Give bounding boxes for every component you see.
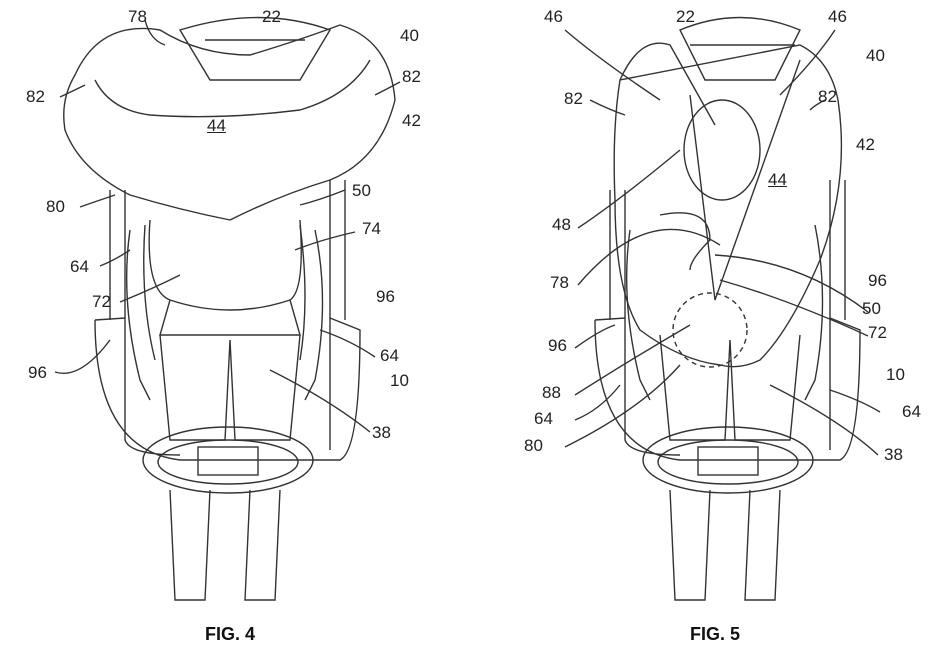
- ref-numeral: 96: [28, 363, 47, 382]
- fig4-seat: [94, 316, 361, 461]
- ref-numeral: 42: [856, 135, 875, 154]
- fig4-steering-wheel-inner: [157, 439, 299, 485]
- ref-numeral: 10: [886, 365, 905, 384]
- fig5-legs: [659, 334, 801, 601]
- fig4-leaders: [54, 19, 401, 433]
- figure-caption: FIG. 4: [205, 624, 256, 644]
- ref-numeral: 22: [262, 7, 281, 26]
- ref-numeral: 96: [868, 271, 887, 290]
- ref-numeral: 80: [524, 436, 543, 455]
- ref-numeral: 38: [884, 445, 903, 464]
- ref-numeral: 82: [564, 89, 583, 108]
- fig4-legs: [159, 334, 301, 601]
- fig5-seatback: [609, 180, 846, 320]
- fig5-airbag: [613, 42, 843, 368]
- ref-numeral: 40: [866, 46, 885, 65]
- ref-numeral: 48: [552, 215, 571, 234]
- ref-numeral: 64: [70, 257, 89, 276]
- ref-numeral: 78: [128, 7, 147, 26]
- fig5-arms: [625, 224, 824, 401]
- fig4-drawing: [54, 16, 401, 601]
- ref-numeral: 74: [362, 219, 381, 238]
- ref-numeral: 38: [372, 423, 391, 442]
- fig4-arms: [125, 224, 324, 401]
- ref-numeral: 44: [768, 170, 787, 189]
- ref-numeral: 44: [207, 116, 226, 135]
- ref-numeral: 40: [400, 26, 419, 45]
- ref-numeral: 50: [352, 181, 371, 200]
- ref-numeral: 10: [390, 371, 409, 390]
- ref-numeral: 80: [46, 197, 65, 216]
- fig5-seat: [594, 316, 861, 461]
- fig5-steering-wheel-inner: [657, 439, 799, 485]
- fig5-steering-wheel: [642, 426, 814, 494]
- ref-numeral: 96: [548, 336, 567, 355]
- ref-numeral: 46: [828, 7, 847, 26]
- ref-numeral: 82: [26, 87, 45, 106]
- fig5-head: [683, 99, 761, 201]
- ref-numeral: 64: [380, 346, 399, 365]
- ref-numeral: 50: [862, 299, 881, 318]
- ref-numeral: 64: [902, 402, 921, 421]
- fig5-leaders: [564, 29, 881, 456]
- ref-numeral: 96: [376, 287, 395, 306]
- ref-numeral: 88: [542, 383, 561, 402]
- fig4-steering-hub: [197, 446, 259, 476]
- ref-numeral: 78: [550, 273, 569, 292]
- ref-numeral: 42: [402, 111, 421, 130]
- fig4-steering-wheel: [142, 426, 314, 494]
- ref-numeral: 72: [92, 292, 111, 311]
- ref-numeral: 82: [402, 67, 421, 86]
- fig5-drawing: [564, 16, 881, 601]
- fig4-headrest: [178, 16, 332, 81]
- fig4-airbag: [63, 24, 396, 221]
- fig5-dashed-region: [672, 292, 748, 368]
- ref-numeral: 46: [544, 7, 563, 26]
- fig5-headrest: [679, 16, 801, 81]
- fig4-torso: [148, 219, 302, 336]
- figure-caption: FIG. 5: [690, 624, 741, 644]
- ref-numeral: 64: [534, 409, 553, 428]
- fig4-seatback: [109, 180, 346, 320]
- ref-numeral: 72: [868, 323, 887, 342]
- fig5-steering-hub: [697, 446, 759, 476]
- ref-numeral: 22: [676, 7, 695, 26]
- ref-numeral: 82: [818, 87, 837, 106]
